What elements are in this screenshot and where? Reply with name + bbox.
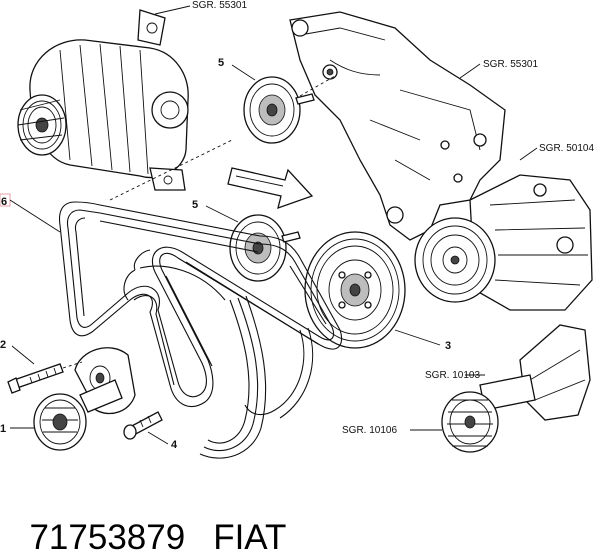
mounting-bracket: [289, 11, 506, 241]
bolt-short: [123, 411, 163, 440]
idler-pulley-lower: [229, 214, 301, 282]
callout-sgr-10106: SGR. 10106: [342, 425, 397, 436]
belt-drive-diagram: SGR. 55301 SGR. 55301 SGR. 50104: [0, 0, 594, 459]
callout-part-3: 3: [445, 340, 451, 352]
alternator: [17, 9, 189, 191]
crankshaft: [441, 324, 591, 453]
callout-sgr-55301-top: SGR. 55301: [192, 0, 247, 11]
direction-arrow: [227, 167, 314, 210]
callout-sgr-55301-right: SGR. 55301: [483, 59, 538, 70]
brand-name: FIAT: [213, 518, 287, 557]
part-number: 71753879: [29, 518, 186, 557]
callout-part-1: 1: [0, 423, 6, 435]
bolt-long: [7, 363, 64, 394]
idler-pulley-upper: [243, 76, 315, 144]
callout-part-4: 4: [171, 439, 178, 451]
caption: 71753879 FIAT: [10, 478, 286, 558]
callout-sgr-10103: SGR. 10103: [425, 370, 480, 381]
callout-part-2: 2: [0, 339, 6, 351]
belt-tensioner: [33, 347, 136, 451]
callout-part-5-upper: 5: [218, 57, 224, 69]
callout-part-6: 6: [1, 196, 7, 208]
serpentine-belt: [58, 201, 343, 459]
ac-compressor: [414, 174, 593, 311]
callout-sgr-50104: SGR. 50104: [539, 143, 594, 154]
callout-part-5-lower: 5: [192, 199, 198, 211]
crank-pulley: [304, 231, 406, 349]
